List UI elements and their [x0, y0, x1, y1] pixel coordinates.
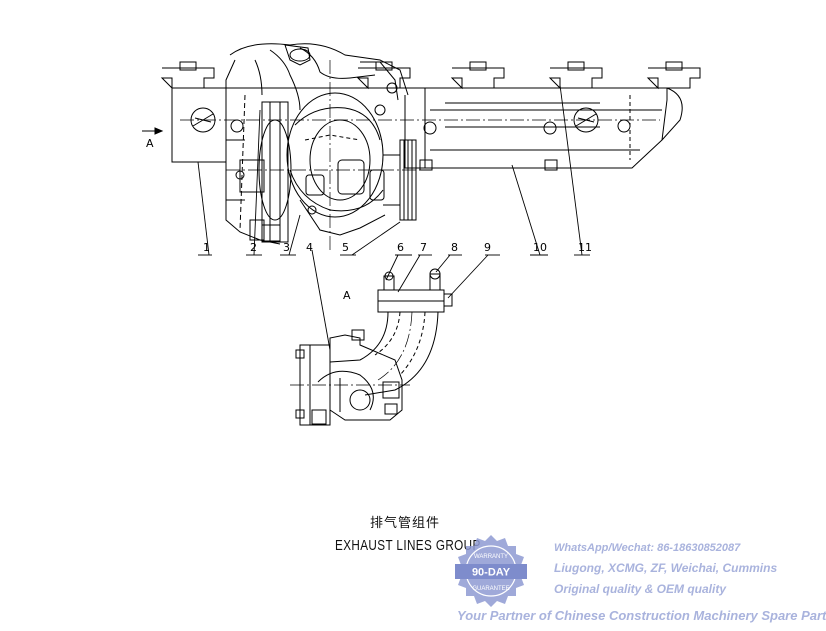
part-number-labels: 1 2 3 4 5 6 7 8 9 10 11 A A: [146, 137, 592, 302]
part-number-6: 6: [397, 241, 404, 254]
seal-main-text: 90-DAY: [472, 567, 511, 579]
watermark-slogan: Your Partner of Chinese Construction Mac…: [457, 608, 826, 623]
leader-lines: [197, 84, 590, 351]
part-number-4: 4: [306, 241, 313, 254]
part-number-9: 9: [484, 241, 491, 254]
watermark-brands: Liugong, XCMG, ZF, Weichai, Cummins: [554, 561, 778, 575]
drawing-title-english: EXHAUST LINES GROUP: [335, 537, 481, 554]
seal-top-text: WARRANTY: [474, 554, 508, 560]
exhaust-elbow-view: [290, 268, 453, 426]
part-number-1: 1: [203, 241, 210, 254]
part-number-2: 2: [250, 241, 257, 254]
manifold-flanges: [160, 61, 701, 141]
part-number-10: 10: [533, 241, 547, 254]
part-number-5: 5: [342, 241, 349, 254]
warranty-seal-icon: 90-DAY WARRANTY GUARANTEE: [455, 535, 527, 607]
view-a-label: A: [146, 137, 154, 150]
seal-bottom-text: GUARANTEE: [472, 586, 509, 592]
part-number-7: 7: [420, 241, 427, 254]
part-number-8: 8: [451, 241, 458, 254]
view-a-arrow: [142, 127, 164, 135]
drawing-title-chinese: 排气管组件: [370, 516, 441, 531]
turbocharger: [225, 43, 420, 250]
section-a-label: A: [343, 289, 351, 302]
watermark-contact: WhatsApp/Wechat: 86-18630852087: [554, 542, 741, 554]
part-number-11: 11: [578, 241, 592, 254]
watermark-quality: Original quality & OEM quality: [554, 582, 727, 596]
part-number-3: 3: [283, 241, 290, 254]
